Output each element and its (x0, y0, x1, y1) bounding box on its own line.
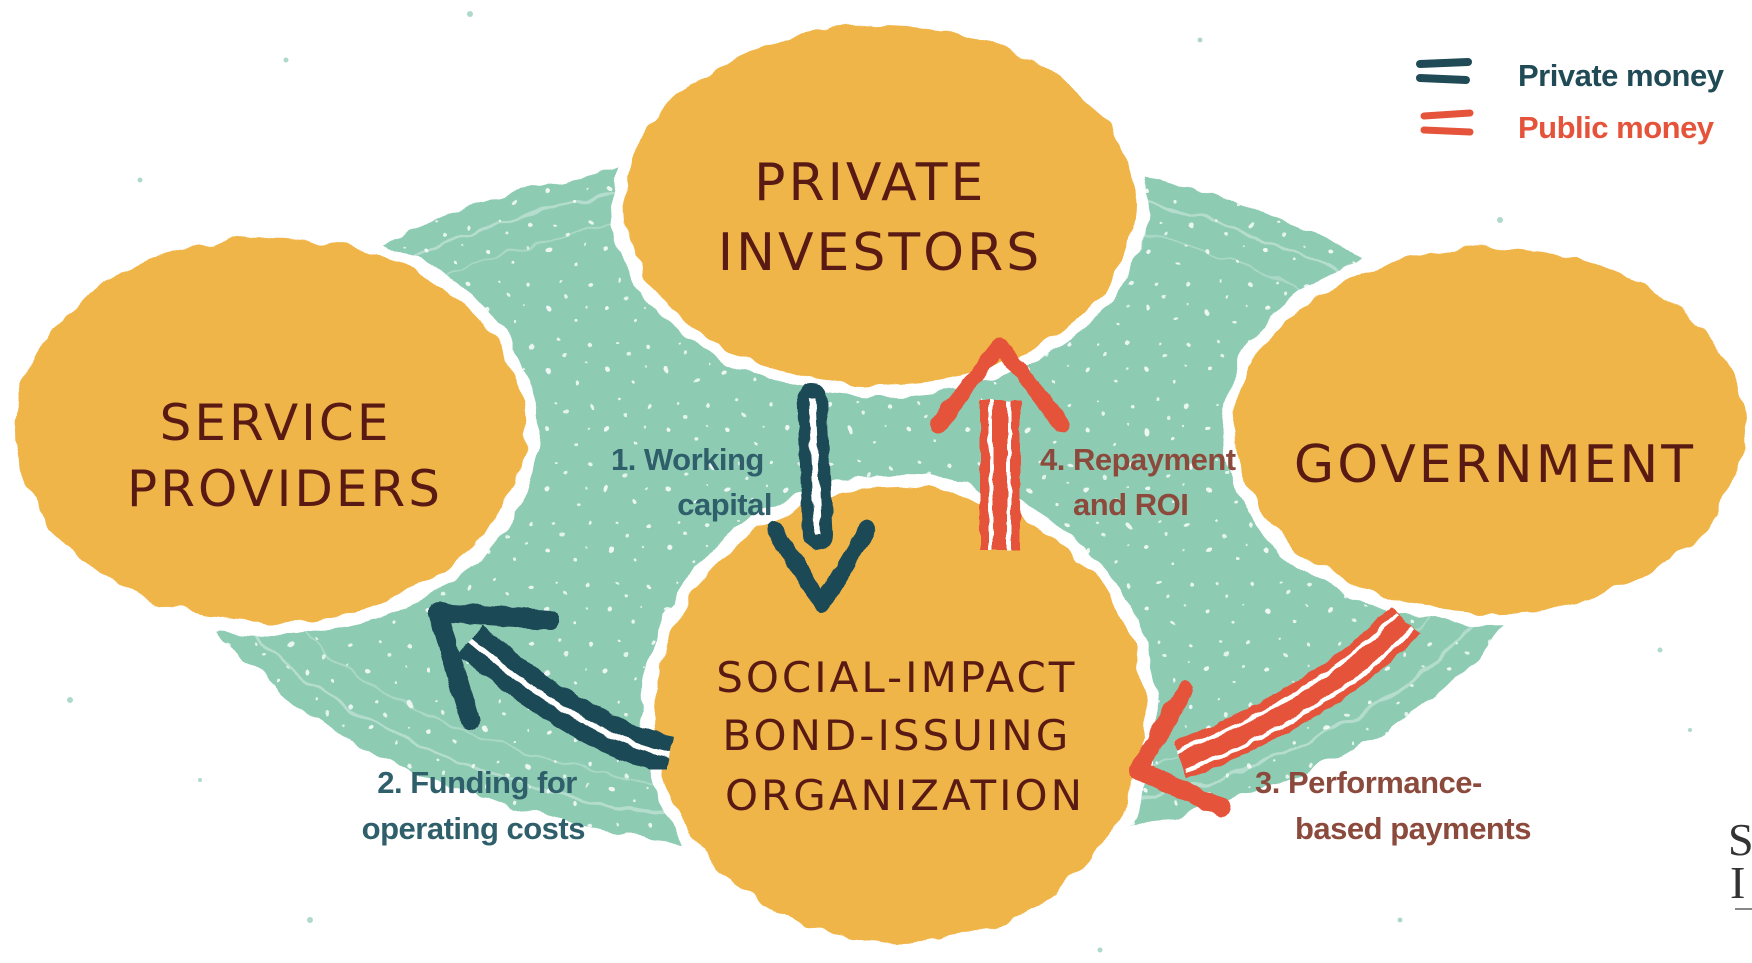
working-capital-line2: capital (677, 487, 772, 522)
operating-funding-label: 2. Funding for operating costs (362, 765, 585, 846)
government-label: GOVERNMENT (1294, 435, 1696, 495)
repayment-line2: and ROI (1073, 487, 1188, 522)
sib-organization-blob (642, 475, 1158, 955)
service-providers-line2: PROVIDERS (127, 460, 443, 518)
legend: Private money Public money (1416, 58, 1725, 145)
government-blob (1222, 235, 1752, 625)
legend-public: Public money (1420, 109, 1715, 145)
legend-private-label: Private money (1518, 58, 1725, 93)
repayment-arrow (930, 337, 1070, 550)
private-investors-blob (612, 13, 1148, 397)
sib-organization-line2: BOND-ISSUING (722, 711, 1071, 760)
private-money-swatch (1416, 58, 1472, 68)
service-providers-blob (2, 225, 538, 635)
private-investors-line1: PRIVATE (754, 153, 986, 213)
performance-payments-line1: 3. Performance- (1255, 765, 1482, 800)
operating-funding-line2: operating costs (362, 811, 585, 846)
private-investors-line2: INVESTORS (718, 223, 1043, 283)
svg-text:I: I (1730, 857, 1745, 908)
performance-payments-line2: based payments (1295, 811, 1531, 846)
working-capital-label: 1. Working capital (611, 442, 772, 522)
operating-funding-arrow (428, 602, 675, 774)
publisher-logo: S I (1728, 814, 1752, 910)
scatter-dots (67, 11, 1692, 953)
operating-funding-line1: 2. Funding for (377, 765, 577, 800)
legend-private: Private money (1416, 58, 1725, 93)
working-capital-arrow (767, 383, 876, 613)
performance-payments-arrow (1129, 606, 1420, 817)
service-providers-line1: SERVICE (160, 394, 392, 452)
repayment-label: 4. Repayment and ROI (1040, 442, 1244, 522)
sib-organization-label: SOCIAL-IMPACT BOND-ISSUING ORGANIZATION (716, 653, 1094, 820)
public-money-swatch (1420, 109, 1474, 120)
performance-payments-label: 3. Performance- based payments (1255, 765, 1531, 846)
sib-organization-line1: SOCIAL-IMPACT (716, 653, 1077, 702)
svg-text:S: S (1728, 814, 1752, 865)
private-investors-label: PRIVATE INVESTORS (718, 153, 1043, 283)
government-line1: GOVERNMENT (1294, 435, 1696, 495)
legend-public-label: Public money (1518, 110, 1715, 145)
repayment-line1: 4. Repayment (1040, 442, 1236, 477)
sib-organization-line3: ORGANIZATION (725, 771, 1085, 820)
service-providers-label: SERVICE PROVIDERS (127, 394, 443, 518)
working-capital-line1: 1. Working (611, 442, 764, 477)
